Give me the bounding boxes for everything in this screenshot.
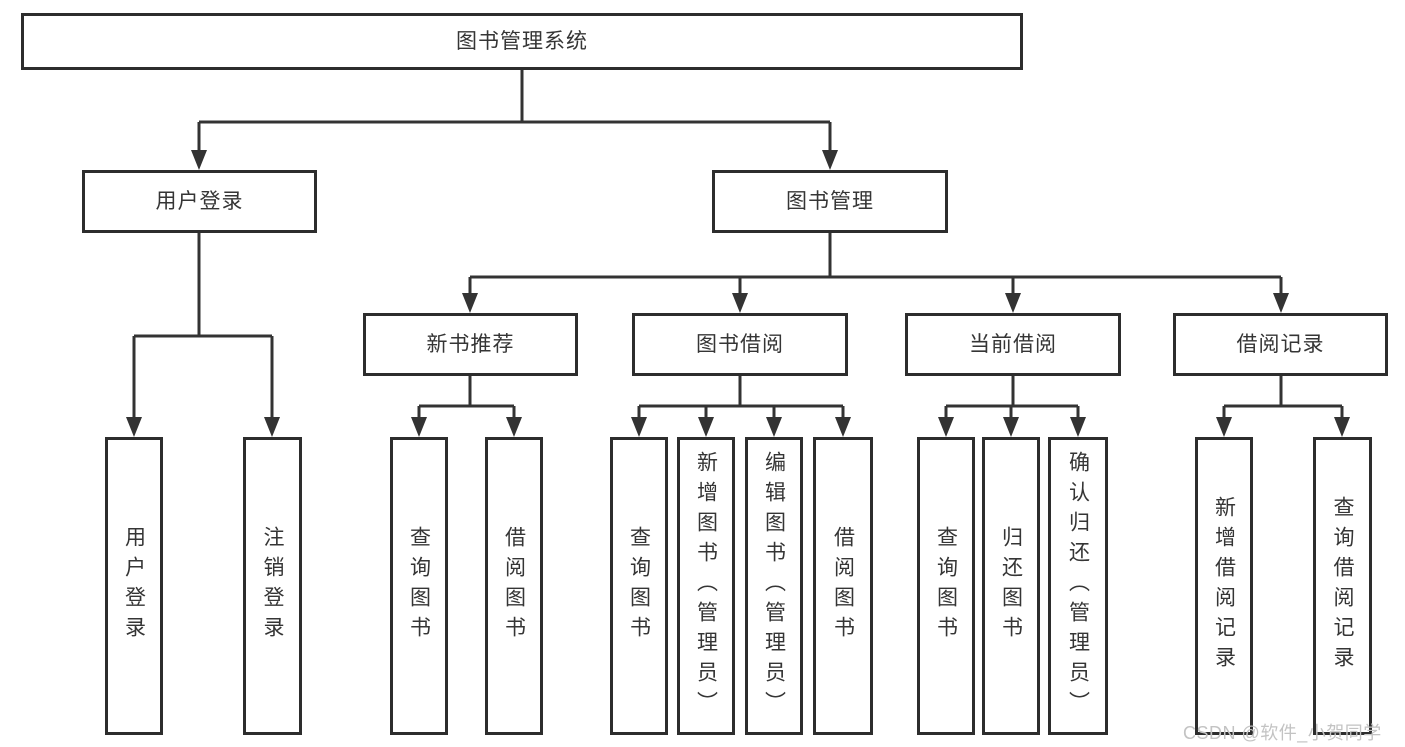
node-new-book-recommend-label: 新书推荐 [426,333,515,356]
node-book-management-label: 图书管理 [786,190,874,213]
node-book-borrow: 图书借阅 [632,313,848,376]
node-user-login-label: 用户登录 [155,190,244,213]
leaf-return-book-label: 归还图书 [999,526,1023,646]
leaf-recommend-query-books: 查询图书 [390,437,448,735]
leaf-edit-book-admin-label: 编辑图书（管理员） [762,451,786,721]
node-new-book-recommend: 新书推荐 [363,313,578,376]
node-borrow-records-label: 借阅记录 [1236,333,1325,356]
leaf-confirm-return-admin: 确认归还（管理员） [1048,437,1108,735]
leaf-recommend-query-books-label: 查询图书 [407,526,431,646]
node-book-management: 图书管理 [712,170,948,233]
leaf-add-borrow-record: 新增借阅记录 [1195,437,1253,735]
leaf-add-book-admin: 新增图书（管理员） [677,437,735,735]
csdn-watermark: CSDN @软件_小贺同学 [1183,723,1382,743]
leaf-borrow-query-books-label: 查询图书 [627,526,651,646]
node-root: 图书管理系统 [21,13,1023,70]
node-book-borrow-label: 图书借阅 [696,333,784,356]
leaf-current-query-books: 查询图书 [917,437,975,735]
leaf-add-borrow-record-label: 新增借阅记录 [1212,496,1236,676]
leaf-logout-label: 注销登录 [261,526,284,646]
leaf-recommend-borrow-books-label: 借阅图书 [502,526,526,646]
leaf-current-query-books-label: 查询图书 [934,526,958,646]
leaf-add-book-admin-label: 新增图书（管理员） [694,451,718,721]
leaf-borrow-borrow-books: 借阅图书 [813,437,873,735]
leaf-borrow-borrow-books-label: 借阅图书 [831,526,855,646]
leaf-recommend-borrow-books: 借阅图书 [485,437,543,735]
node-current-borrow: 当前借阅 [905,313,1121,376]
leaf-user-login: 用户登录 [105,437,163,735]
node-borrow-records: 借阅记录 [1173,313,1388,376]
node-user-login: 用户登录 [82,170,317,233]
leaf-return-book: 归还图书 [982,437,1040,735]
leaf-borrow-query-books: 查询图书 [610,437,668,735]
node-root-label: 图书管理系统 [456,30,588,53]
leaf-confirm-return-admin-label: 确认归还（管理员） [1066,451,1090,721]
node-current-borrow-label: 当前借阅 [969,333,1057,356]
leaf-user-login-label: 用户登录 [122,526,146,646]
leaf-query-borrow-record: 查询借阅记录 [1313,437,1372,735]
leaf-logout: 注销登录 [243,437,302,735]
leaf-query-borrow-record-label: 查询借阅记录 [1331,496,1354,676]
leaf-edit-book-admin: 编辑图书（管理员） [745,437,803,735]
